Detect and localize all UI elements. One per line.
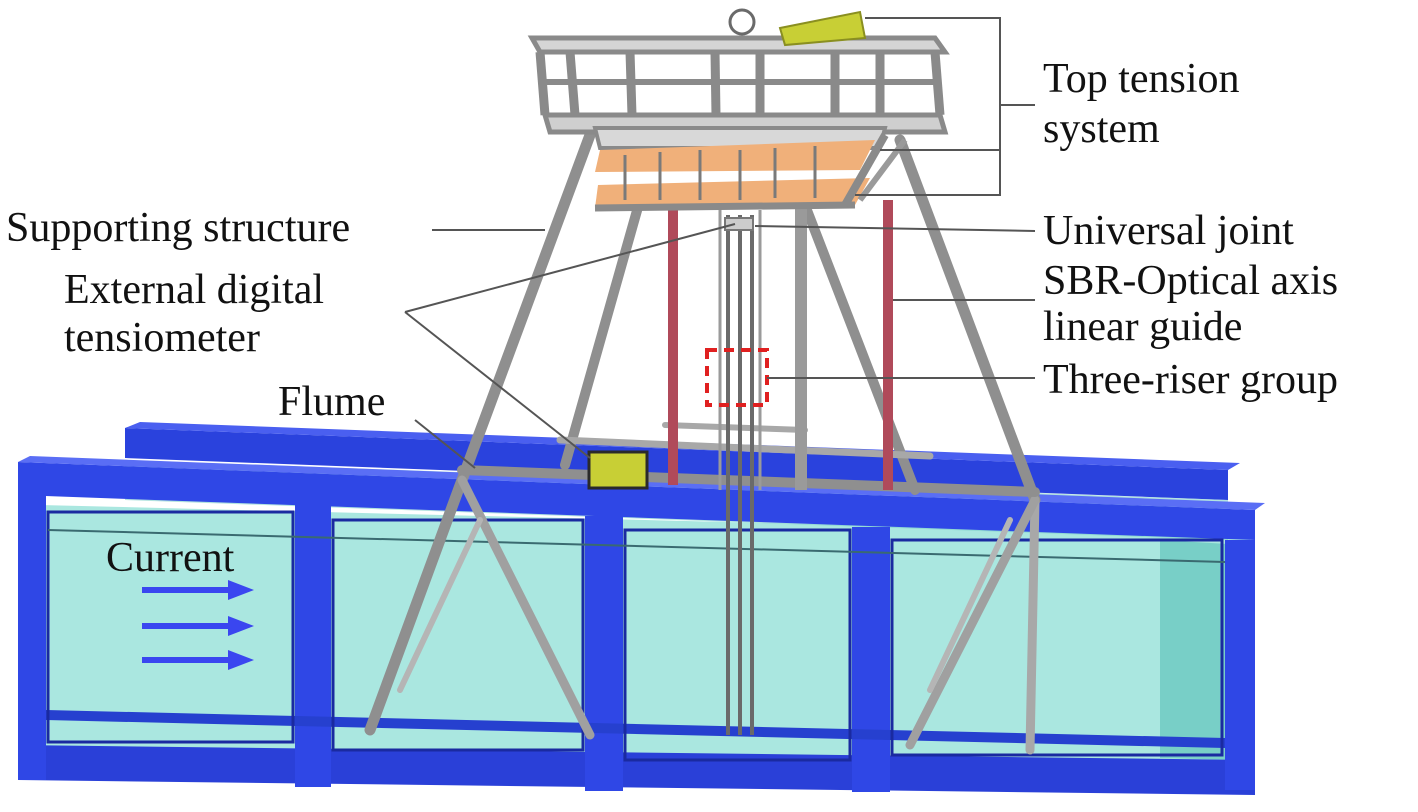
crossbar xyxy=(556,436,934,460)
flume-bottom-rail xyxy=(46,710,1225,748)
flume-window xyxy=(331,518,585,752)
flume-post xyxy=(585,516,623,791)
guide-post xyxy=(795,205,807,490)
current-arrows xyxy=(142,580,254,670)
external-tensiometer xyxy=(587,450,649,490)
flume-post xyxy=(18,495,46,780)
top-frame-upper xyxy=(527,35,950,55)
label-supporting-structure: Supporting structure xyxy=(6,205,351,251)
label-tensiometer-line2: tensiometer xyxy=(64,315,260,361)
leg xyxy=(1025,495,1040,755)
leg xyxy=(560,195,645,470)
tension-plates xyxy=(592,126,908,212)
guide-rail xyxy=(883,200,893,490)
flume-window xyxy=(46,510,295,744)
guide-rail xyxy=(668,205,678,485)
label-top-tension-line1: Top tension xyxy=(1043,56,1240,102)
brace xyxy=(457,475,595,740)
tensioner-body xyxy=(778,10,867,47)
supporting-structure xyxy=(364,129,1041,755)
flume-post xyxy=(852,527,890,792)
label-tensiometer-line1: External digital xyxy=(64,267,325,313)
label-current: Current xyxy=(106,535,235,581)
label-universal-joint: Universal joint xyxy=(1043,208,1294,254)
leader-universal-joint xyxy=(754,225,1036,232)
label-linear-guide-line1: SBR-Optical axis xyxy=(1043,258,1339,304)
flume-window xyxy=(623,528,852,762)
label-top-tension-line2: system xyxy=(1043,106,1160,152)
leg xyxy=(894,134,1041,506)
crossbar xyxy=(662,422,808,433)
leg xyxy=(364,474,468,736)
leg xyxy=(800,200,920,495)
right-arrow-icon xyxy=(228,580,254,600)
flume-front-rail xyxy=(18,462,1255,540)
flume-water xyxy=(40,505,1250,770)
riser-highlight-box xyxy=(705,348,769,407)
label-three-riser-group: Three-riser group xyxy=(1043,357,1339,403)
label-flume: Flume xyxy=(278,379,386,425)
three-riser-group xyxy=(718,210,762,735)
label-linear-guide-line2: linear guide xyxy=(1043,304,1243,350)
flume xyxy=(18,422,1265,795)
orange-plate xyxy=(595,140,875,172)
diag-support xyxy=(841,133,889,207)
flume-window xyxy=(890,538,1224,757)
water-surface xyxy=(47,529,1226,563)
leader-flume xyxy=(414,419,476,469)
hook-ring xyxy=(728,8,756,36)
brace xyxy=(397,517,483,693)
leader-lines xyxy=(404,17,1036,469)
orange-plate-lower xyxy=(595,178,870,208)
plate-bar xyxy=(594,201,856,212)
right-arrow-icon xyxy=(228,650,254,670)
universal-joint xyxy=(724,217,754,231)
top-tension-frame xyxy=(527,35,950,135)
linear-guides xyxy=(668,200,893,490)
brace xyxy=(905,495,1040,750)
leader-tensiometer xyxy=(404,223,736,313)
leader-tensiometer xyxy=(404,311,591,459)
brace xyxy=(927,517,1013,693)
leg xyxy=(456,129,596,486)
flume-end-wall xyxy=(1160,540,1245,760)
top-tensioner xyxy=(728,8,867,47)
flume-post xyxy=(1225,540,1255,790)
flume-post xyxy=(295,505,331,787)
crossbar xyxy=(457,465,1040,497)
right-arrow-icon xyxy=(228,616,254,636)
